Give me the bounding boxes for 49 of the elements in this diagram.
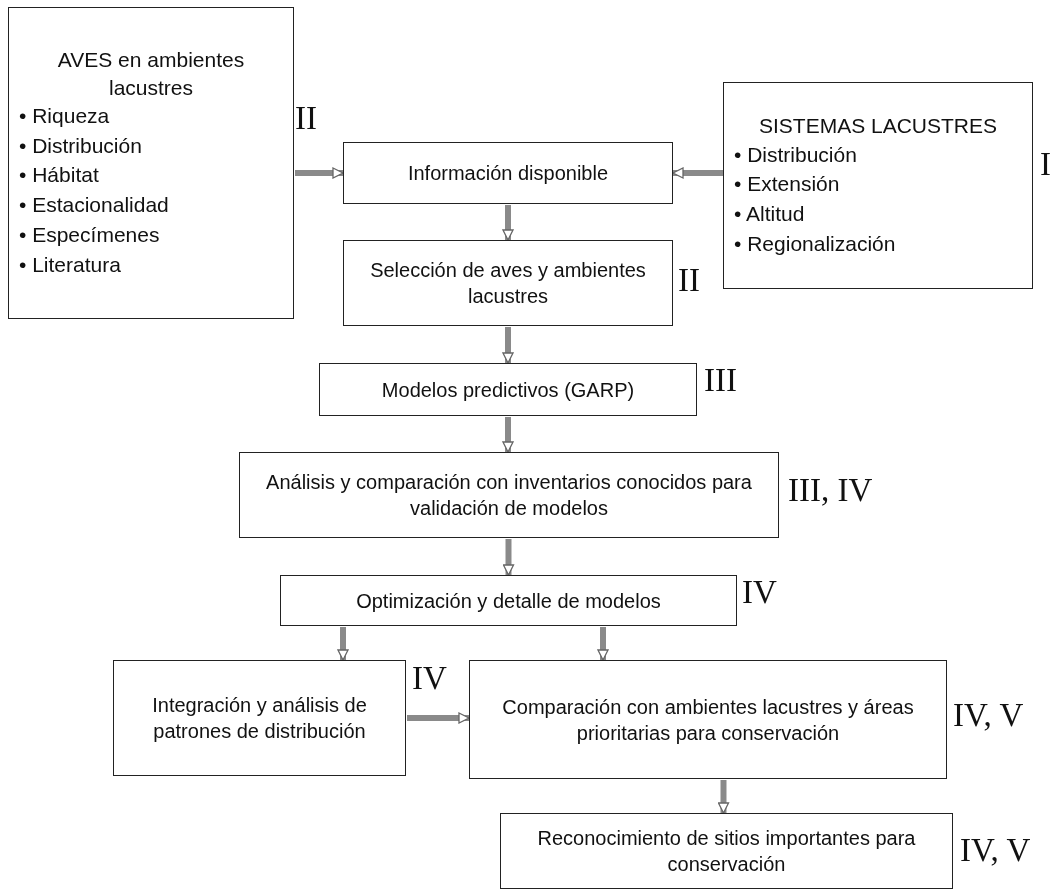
- list-item: • Hábitat: [19, 162, 100, 189]
- process-box: [500, 813, 953, 889]
- box-text: Integración y análisis de patrones de distribución: [151, 693, 368, 744]
- list-item: • Distribución: [734, 141, 858, 168]
- process-box: [8, 7, 294, 319]
- box-heading: SISTEMAS LACUSTRES: [757, 113, 999, 140]
- stage-numeral: III: [704, 362, 737, 399]
- process-box: [239, 452, 779, 538]
- stage-numeral: II: [678, 262, 700, 299]
- process-box: [113, 660, 406, 776]
- box-text: Optimización y detalle de modelos: [356, 588, 661, 614]
- list-item: • Estacionalidad: [19, 192, 169, 219]
- list-item: • Especímenes: [19, 222, 161, 249]
- process-box: [723, 82, 1033, 289]
- box-text: Información disponible: [407, 161, 609, 186]
- box-text: Análisis y comparación con inventarios conocidos para validación de modelos: [265, 470, 753, 521]
- stage-numeral: IV: [742, 574, 777, 611]
- process-box: [319, 363, 697, 416]
- stage-numeral: III, IV: [788, 472, 873, 509]
- list-item: • Altitud: [734, 201, 806, 228]
- process-box: [469, 660, 947, 779]
- block-arrow: [502, 205, 514, 241]
- stage-numeral: IV, V: [960, 832, 1031, 869]
- stage-numeral: II: [295, 100, 317, 137]
- stage-numeral: IV: [412, 660, 447, 697]
- box-text: Reconocimiento de sitios importantes para conservación: [536, 826, 917, 877]
- block-arrow: [597, 627, 609, 661]
- block-arrow: [502, 539, 515, 576]
- stage-numeral: I: [1040, 146, 1051, 183]
- process-box: [280, 575, 737, 626]
- list-item: • Distribución: [19, 132, 143, 159]
- list-item: • Literatura: [19, 251, 122, 278]
- block-arrow: [407, 712, 470, 724]
- list-item: • Regionalización: [734, 230, 896, 257]
- list-item: • Riqueza: [19, 102, 111, 129]
- list-item: • Extensión: [734, 171, 841, 198]
- block-arrow: [502, 417, 514, 453]
- process-box: [343, 142, 673, 204]
- box-heading: AVES en ambientes lacustres: [56, 47, 246, 101]
- box-text: Modelos predictivos (GARP): [381, 377, 635, 403]
- box-text: Comparación con ambientes lacustres y áreas prioritarias para conservación: [501, 694, 915, 746]
- process-box: [343, 240, 673, 326]
- block-arrow: [502, 327, 514, 364]
- stage-numeral: IV, V: [953, 697, 1024, 734]
- block-arrow: [717, 780, 730, 814]
- block-arrow: [672, 167, 723, 179]
- box-text: Selección de aves y ambientes lacustres: [369, 258, 647, 309]
- block-arrow: [295, 167, 344, 179]
- block-arrow: [337, 627, 349, 661]
